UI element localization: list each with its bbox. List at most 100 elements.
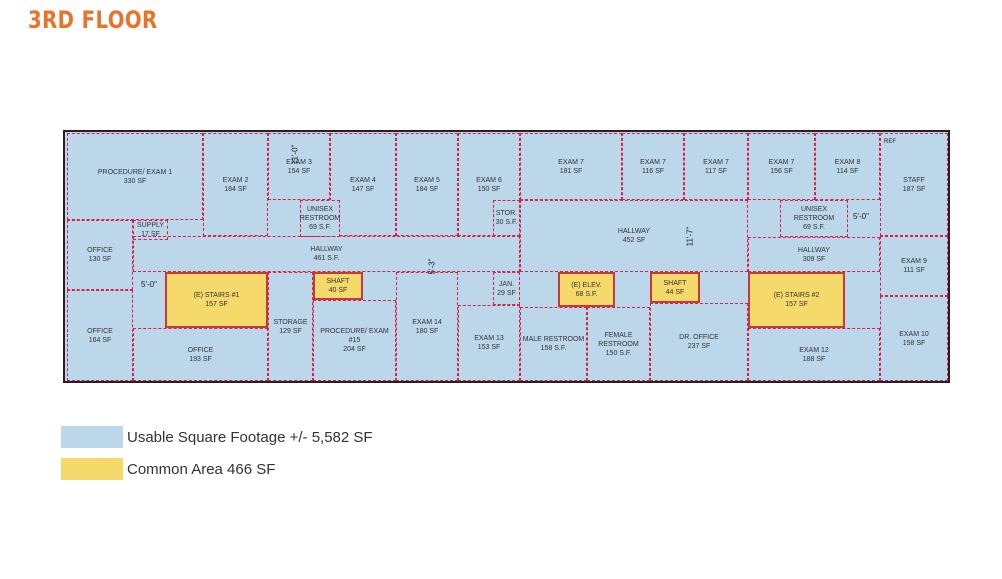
room-name: (E) ELEV. [571, 281, 602, 289]
room-area: 158 S.F. [540, 345, 567, 352]
room-area: 114 SF [836, 167, 859, 175]
room-area: 117 SF [704, 167, 728, 175]
room-area: 30 S.F. [495, 219, 518, 226]
room-name: SHAFT [326, 278, 350, 285]
room-area: 150 SF [477, 185, 501, 193]
room-e-elev: (E) ELEV.68 S.F. [558, 272, 615, 307]
room-name: EXAM 12 [799, 346, 829, 354]
legend-label: Common Area 466 SF [127, 460, 276, 478]
room-area: 309 SF [802, 255, 826, 263]
dimension-label: 11'-0" [290, 144, 300, 165]
room-area: 156 SF [770, 167, 793, 175]
dimension-label: 5'-3" [427, 258, 437, 275]
room-label: (E) ELEV.68 S.F. [571, 281, 601, 299]
room-area: 129 SF [279, 327, 302, 335]
room-shaft: SHAFT 40 SF [313, 272, 363, 300]
room-name: STAFF [903, 176, 925, 184]
room-name: EXAM 8 [834, 158, 861, 166]
room-area: 68 S.F. [575, 290, 598, 298]
dimension-label: 5'-0" [853, 212, 869, 221]
room-name: EXAM 7 [768, 158, 795, 166]
room-area: 147 SF [351, 185, 375, 193]
legend-item-usable: Usable Square Footage +/- 5,582 SF [61, 426, 373, 448]
room-area: 44 SF [665, 288, 685, 296]
room-label: SHAFT 40 SF [327, 277, 350, 295]
room-e-stairs-1: (E) STAIRS #1 157 SF [165, 272, 268, 328]
room-area: 158 SF [902, 339, 926, 347]
room-label: MALE RESTROOM 158 S.F. [523, 335, 584, 353]
room-name: (E) STAIRS #2 [773, 292, 820, 299]
room-area: 153 SF [477, 344, 501, 351]
room-area: 188 SF [802, 355, 826, 363]
room-name: EXAM 5 [414, 176, 440, 184]
room-area: 157 SF [205, 301, 228, 308]
room-name: EXAM 7 [640, 158, 666, 166]
room-area: 164 SF [88, 336, 112, 344]
room-name: EXAM 2 [222, 176, 249, 184]
room-name: SHAFT [663, 279, 687, 287]
room-name: MALE RESTROOM [522, 336, 585, 343]
room-label: STOR. 30 S.F. [496, 209, 518, 227]
room-name: STORAGE [273, 318, 308, 326]
room-area: 180 SF [415, 327, 439, 335]
room-name: DR. OFFICE [679, 334, 719, 341]
room-area: 184 SF [224, 185, 247, 193]
room-name: OFFICE [187, 346, 214, 354]
room-name: OFFICE [87, 247, 113, 254]
room-name: UNISEX RESTROOM [299, 206, 341, 222]
room-area: 452 SF [622, 237, 646, 244]
room-name: STOR. [495, 210, 518, 217]
room-area: 184 SF [415, 185, 439, 193]
legend-item-common: Common Area 466 SF [61, 458, 275, 480]
room-name: PROCEDURE/ EXAM 1 [97, 168, 173, 176]
room-name: JAN. [498, 280, 515, 288]
room-area: 187 SF [902, 185, 926, 193]
room-area: 116 SF [641, 167, 665, 175]
room-male-restroom: MALE RESTROOM 158 S.F. [520, 307, 587, 381]
dimension-label: 11'-7" [685, 226, 695, 247]
room-area: 69 S.F. [309, 224, 331, 231]
room-name: EXAM 7 [558, 158, 584, 166]
room-name: OFFICE [87, 327, 113, 335]
room-name: SUPPLY [136, 222, 165, 229]
room-dr-office: DR. OFFICE 237 SF [650, 303, 748, 381]
room-area: 237 SF [687, 343, 711, 350]
room-name: EXAM 7 [703, 158, 729, 166]
room-area: 181 SF [559, 167, 583, 175]
room-area: 330 SF [123, 177, 147, 185]
legend-swatch-common [61, 458, 123, 480]
room-label: UNISEX RESTROOM 69 S.F. [300, 205, 340, 232]
room-name: (E) STAIRS #1 [193, 292, 240, 299]
room-area: 40 SF [328, 287, 348, 294]
room-label: (E) STAIRS #1 157 SF [194, 291, 240, 309]
